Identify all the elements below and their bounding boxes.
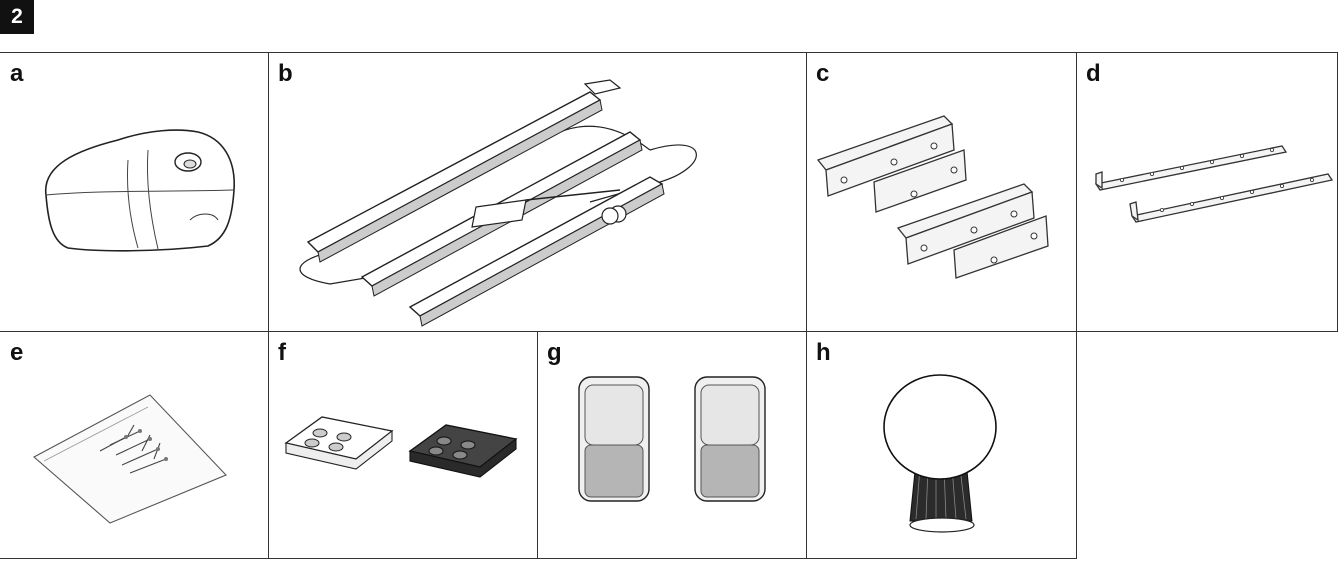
flashing-light-icon	[880, 371, 1004, 533]
grid-line	[0, 558, 1076, 559]
panel-h: h	[806, 331, 1076, 558]
grid-line	[1076, 52, 1077, 559]
ceiling-bracket-icon	[814, 110, 1064, 280]
panel-label: c	[816, 60, 830, 87]
panel-label: e	[10, 339, 24, 366]
flat-bracket-icon	[1082, 144, 1336, 226]
motor-unit-icon	[38, 120, 240, 256]
grid-line	[806, 52, 807, 559]
panel-c: c	[806, 52, 1076, 331]
panel-f: f	[268, 331, 537, 558]
panel-b: b	[268, 52, 806, 331]
panel-e: e	[0, 331, 268, 558]
figure-number: 2	[0, 0, 34, 34]
transmitter-icon	[282, 397, 530, 487]
rail-set-icon	[290, 72, 710, 330]
grid-line	[537, 331, 538, 559]
grid-line	[268, 52, 269, 559]
panel-label: h	[816, 339, 831, 366]
panel-label: d	[1086, 60, 1101, 87]
panel-label: b	[278, 60, 293, 87]
grid-line	[0, 331, 1338, 332]
panel-g: g	[537, 331, 806, 558]
screw-bag-icon	[30, 385, 230, 525]
grid-line	[0, 52, 1338, 53]
panel-label: a	[10, 60, 24, 87]
photocell-icon	[575, 371, 785, 505]
panel-label: g	[547, 339, 562, 366]
panel-label: f	[278, 339, 286, 366]
panel-d: d	[1076, 52, 1338, 331]
panel-a: a	[0, 52, 268, 331]
